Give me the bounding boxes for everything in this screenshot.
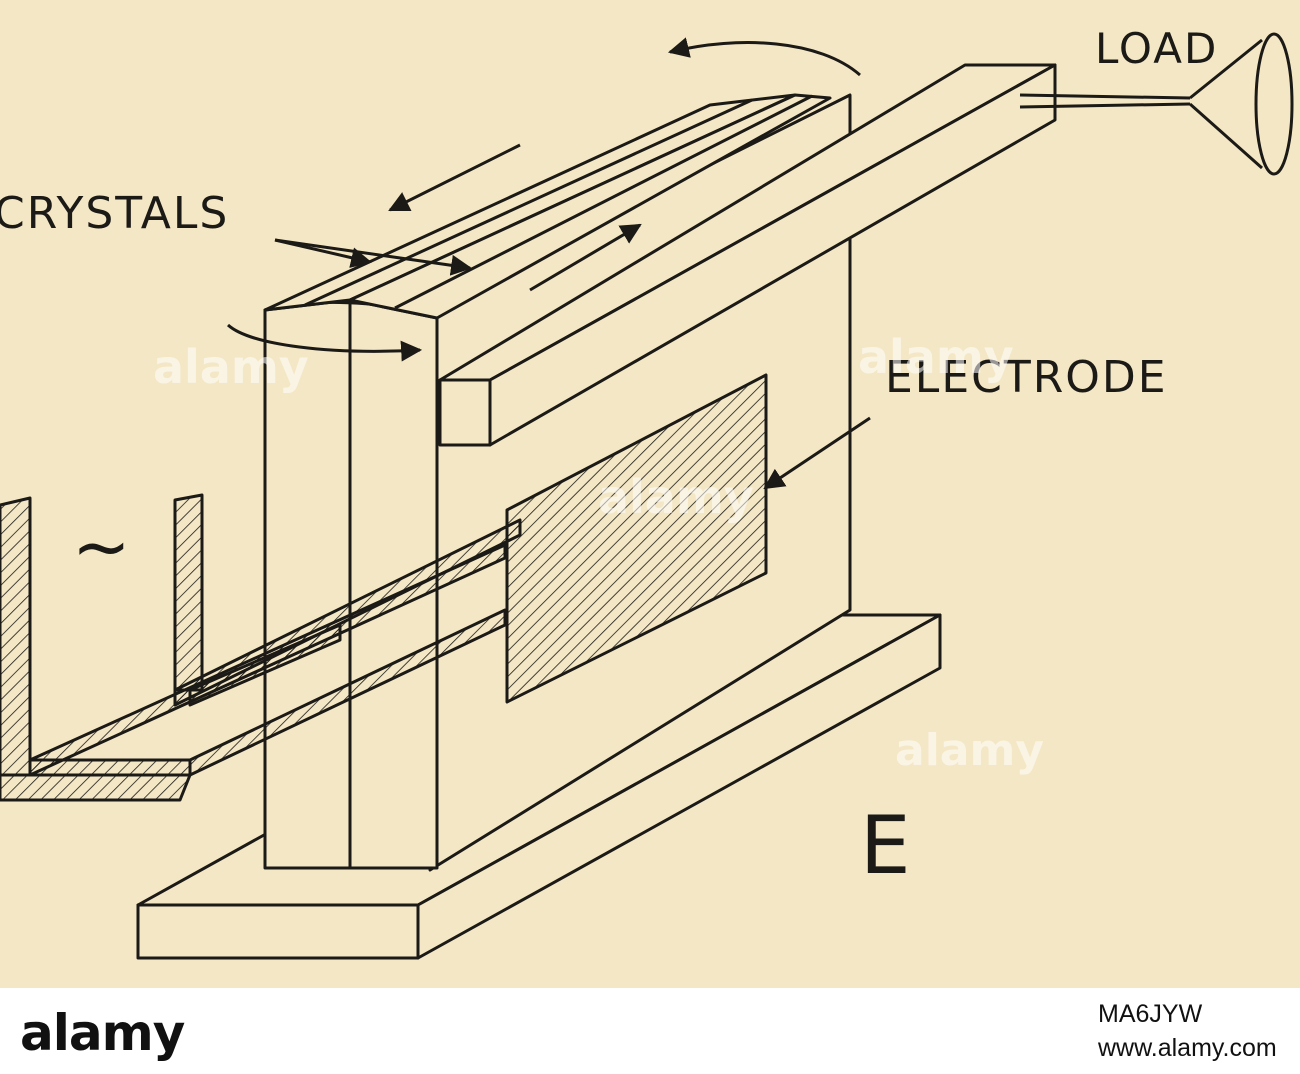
electrode-label: ELECTRODE: [885, 352, 1168, 403]
electrode-plate: [505, 373, 768, 704]
supply-leads: [0, 493, 522, 802]
crystals-pointer-right: [274, 238, 473, 276]
top-curved-arrow: [667, 37, 861, 77]
pillar-curved-arrow: [226, 323, 423, 362]
watermark: alamy: [895, 725, 1044, 776]
alamy-logo: alamy: [20, 1004, 185, 1062]
site-url[interactable]: www.alamy.com: [1098, 1034, 1277, 1062]
diagram-drawing: [0, 32, 1294, 960]
output-beam: [438, 63, 1057, 447]
ac-symbol: ~: [72, 506, 131, 588]
watermark: alamy: [858, 330, 1014, 384]
bimorph-crystal-diagram: LOAD CRYSTALS ELECTRODE E ~ alamy alamy …: [0, 0, 1300, 988]
load-speaker: [1019, 32, 1294, 176]
bar-arrow-back: [388, 143, 521, 212]
load-label: LOAD: [1095, 24, 1219, 73]
bar-arrow-forward: [529, 223, 642, 292]
electrode-pointer: [763, 416, 871, 490]
image-id: MA6JYW: [1098, 1000, 1203, 1028]
watermark: alamy: [153, 340, 309, 394]
watermark: alamy: [598, 470, 754, 524]
crystals-label: CRYSTALS: [0, 188, 230, 239]
panel-letter: E: [860, 799, 911, 892]
stock-footer: [0, 988, 1300, 1074]
